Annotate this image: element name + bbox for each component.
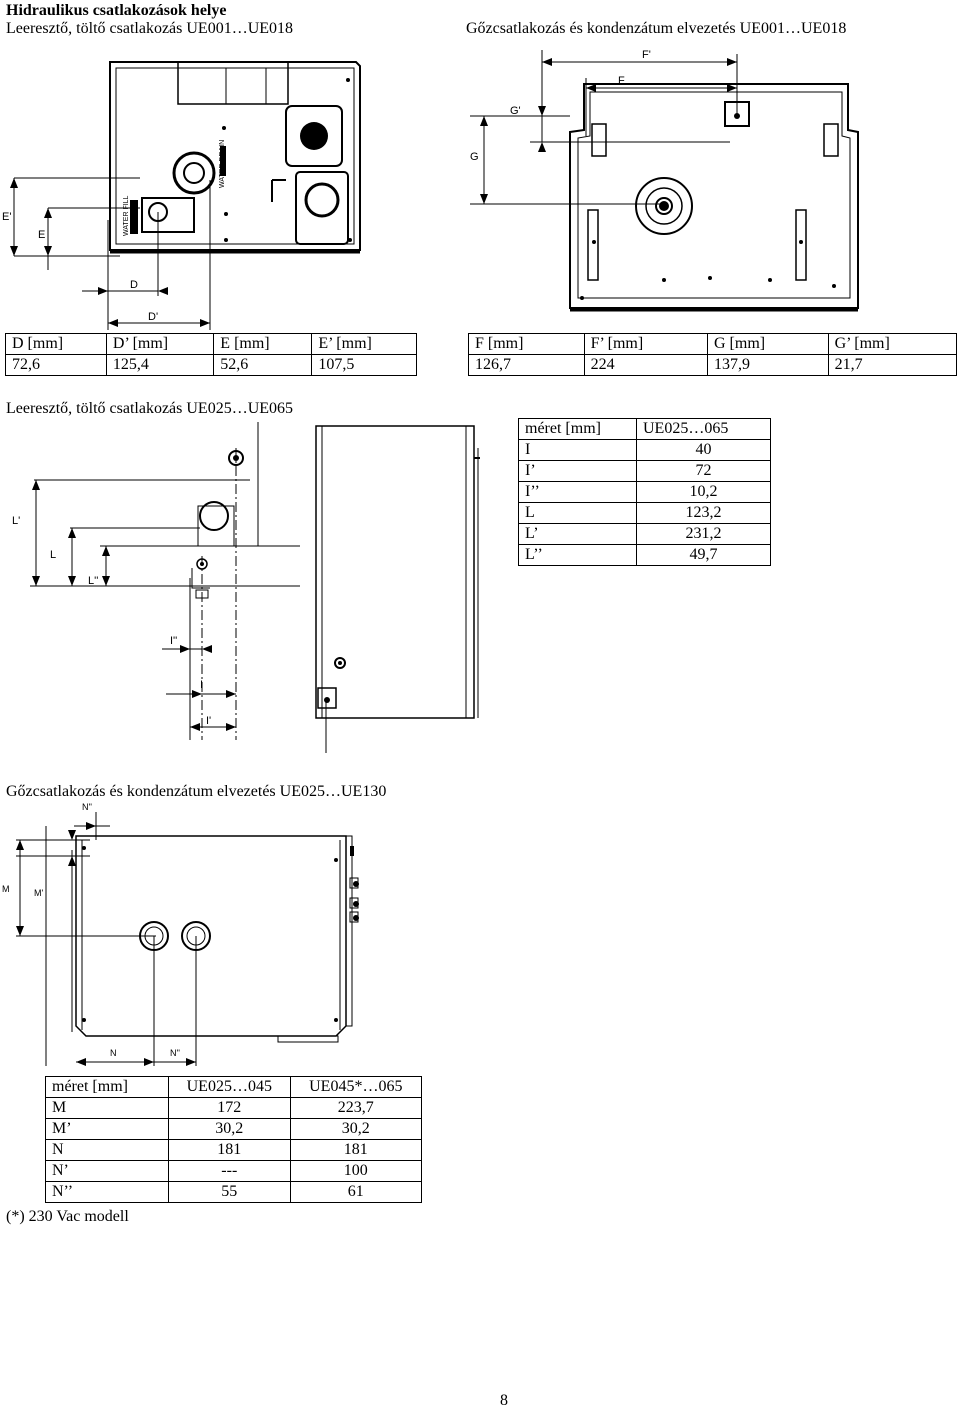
table-cell: 40	[636, 439, 771, 461]
label-n: N	[110, 1048, 117, 1058]
table-f-g: F [mm] F’ [mm] G [mm] G’ [mm] 126,7 224 …	[468, 333, 958, 376]
label-water-drain: WATER DRAIN	[219, 140, 226, 188]
drain-fill-diagram-large: L' L L'' I'' I I'	[12, 422, 480, 753]
table-cell: 52,6	[213, 354, 313, 376]
table-cell: 10,2	[636, 481, 771, 503]
table-cell: I	[518, 439, 637, 461]
table-cell: N	[45, 1139, 169, 1161]
left-subtitle: Leeresztő, töltő csatlakozás UE001…UE018	[6, 20, 294, 37]
label-e-prime: E'	[2, 211, 11, 223]
table-cell: N’	[45, 1160, 169, 1182]
section-title-drain-fill: Leeresztő, töltő csatlakozás UE025…UE065	[6, 400, 294, 417]
label-water-fill: WATER FILL	[123, 195, 130, 236]
table-cell: 55	[168, 1181, 291, 1203]
table-header: D [mm]	[5, 333, 107, 355]
table-cell: 72,6	[5, 354, 107, 376]
table-cell: M’	[45, 1118, 169, 1140]
table-cell: 30,2	[289, 1118, 423, 1140]
label-f-prime: F'	[642, 49, 651, 61]
label-i-dprime: I''	[170, 635, 177, 647]
steam-condensate-diagram-small: F' F G' G	[470, 49, 859, 312]
steam-condensate-diagram-large: N'' M M' N N''	[2, 802, 359, 1066]
table-header: F’ [mm]	[583, 333, 708, 355]
table-header: méret [mm]	[45, 1076, 169, 1098]
table-cell: 30,2	[168, 1118, 291, 1140]
table-cell: 137,9	[706, 354, 829, 376]
table-cell: M	[45, 1097, 169, 1119]
label-m: M	[2, 884, 10, 894]
table-header: G’ [mm]	[827, 333, 958, 355]
label-f: F	[618, 75, 625, 87]
table-header: D’ [mm]	[105, 333, 215, 355]
table-cell: 49,7	[636, 544, 771, 566]
table-header: G [mm]	[706, 333, 829, 355]
table-cell: I’’	[518, 481, 637, 503]
table-cell: L	[518, 502, 637, 524]
table-cell: 72	[636, 460, 771, 482]
table-cell: 61	[289, 1181, 423, 1203]
table-header: E [mm]	[213, 333, 313, 355]
label-l-dprime: L''	[88, 575, 98, 587]
table-cell: N’’	[45, 1181, 169, 1203]
table-header: UE025…065	[636, 418, 771, 440]
label-d-prime: D'	[148, 311, 158, 323]
page-number: 8	[500, 1392, 508, 1409]
table-cell: 125,4	[105, 354, 215, 376]
table-cell: 100	[289, 1160, 423, 1182]
table-cell: 181	[168, 1139, 291, 1161]
table-m-n: méret [mm] UE025…045 UE045*…065 M 172 22…	[45, 1076, 423, 1203]
table-cell: 223,7	[289, 1097, 423, 1119]
table-cell: 21,7	[827, 354, 958, 376]
table-header: UE025…045	[168, 1076, 291, 1098]
label-i: I	[200, 679, 203, 691]
label-g: G	[470, 151, 479, 163]
label-d: D	[130, 279, 138, 291]
label-l-prime: L'	[12, 515, 20, 527]
label-g-prime: G'	[510, 105, 521, 117]
drain-fill-diagram-small: E' E D D' WATER FILL WATER DRAIN	[2, 61, 361, 330]
table-cell: L’’	[518, 544, 637, 566]
table-cell: 231,2	[636, 523, 771, 545]
table-cell: 123,2	[636, 502, 771, 524]
table-i-l: méret [mm] UE025…065 I 40 I’ 72 I’’ 10,2…	[518, 418, 771, 566]
table-d-e: D [mm] D’ [mm] E [mm] E’ [mm] 72,6 125,4…	[5, 333, 417, 376]
table-cell: 181	[289, 1139, 423, 1161]
table-cell: 126,7	[468, 354, 585, 376]
table-header: F [mm]	[468, 333, 585, 355]
table-cell: I’	[518, 460, 637, 482]
label-n-dprime-top: N''	[82, 802, 92, 812]
table-cell: 107,5	[311, 354, 417, 376]
label-i-prime: I'	[206, 715, 211, 727]
label-n-dprime-bottom: N''	[170, 1048, 180, 1058]
label-m-prime: M'	[34, 888, 43, 898]
footnote: (*) 230 Vac modell	[6, 1208, 129, 1225]
table-cell: 224	[583, 354, 708, 376]
table-header: E’ [mm]	[311, 333, 417, 355]
section-title-steam-condensate: Gőzcsatlakozás és kondenzátum elvezetés …	[6, 783, 387, 800]
page-title: Hidraulikus csatlakozások helye	[6, 2, 227, 19]
table-cell: ---	[168, 1160, 291, 1182]
table-header: méret [mm]	[518, 418, 637, 440]
label-e: E	[38, 229, 45, 241]
table-cell: L’	[518, 523, 637, 545]
table-cell: 172	[168, 1097, 291, 1119]
table-header: UE045*…065	[289, 1076, 423, 1098]
label-l: L	[50, 549, 56, 561]
right-subtitle: Gőzcsatlakozás és kondenzátum elvezetés …	[466, 20, 847, 37]
